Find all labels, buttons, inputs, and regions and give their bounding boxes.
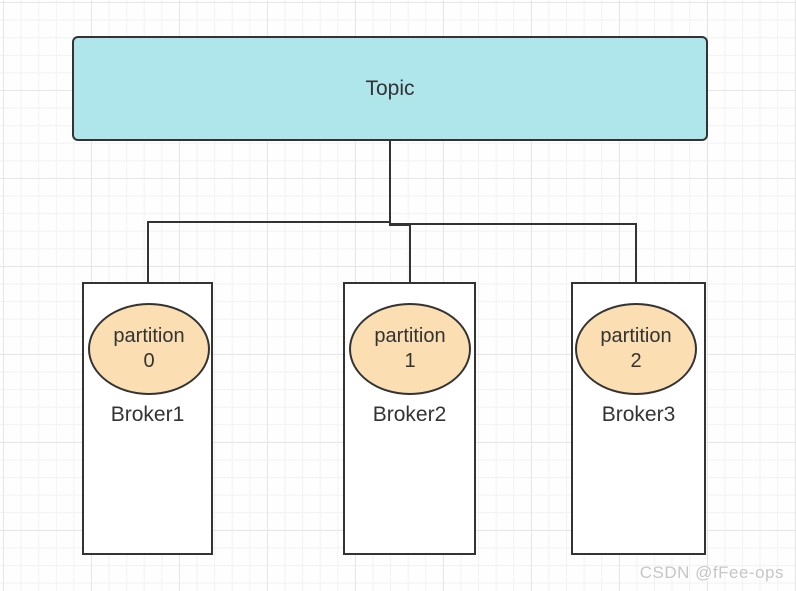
- broker3-label: Broker3: [601, 403, 676, 426]
- partition1-node: partition 1: [349, 303, 471, 395]
- partition0-word: partition: [113, 325, 185, 347]
- topic-node: Topic: [72, 36, 708, 141]
- partition2-word: partition: [600, 325, 672, 347]
- edge-topic-to-broker1: [147, 141, 391, 288]
- broker1-label: Broker1: [110, 403, 185, 426]
- partition2-number: 2: [630, 350, 642, 372]
- csdn-watermark: CSDN @fFee-ops: [639, 563, 784, 582]
- partition0-node: partition 0: [88, 303, 210, 395]
- edge-topic-to-broker2: [389, 141, 411, 288]
- partition2-node: partition 2: [575, 303, 697, 395]
- partition1-word: partition: [374, 325, 446, 347]
- topic-label: Topic: [365, 76, 415, 100]
- edge-topic-to-broker3: [389, 141, 637, 288]
- partition1-number: 1: [404, 350, 416, 372]
- broker2-label: Broker2: [372, 403, 447, 426]
- partition0-number: 0: [143, 350, 155, 372]
